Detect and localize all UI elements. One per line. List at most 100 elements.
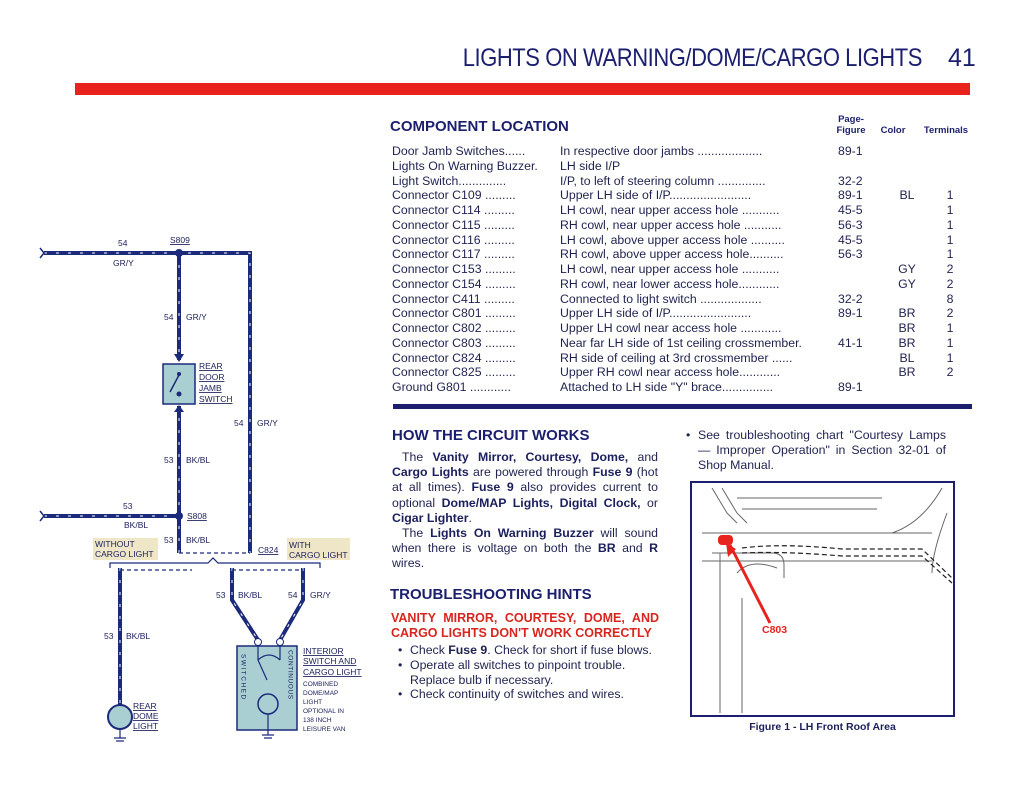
switched-label: SWITCHED [240, 654, 247, 701]
column-header-color: Color [880, 125, 906, 136]
figure-callout: C803 [762, 624, 788, 636]
cell-color: BR [898, 335, 916, 350]
component-label: INTERIOR [303, 646, 344, 656]
cell-name: Lights On Warning Buzzer. [392, 158, 538, 173]
component-location-heading: COMPONENT LOCATION [390, 118, 569, 135]
cell-color: BL [899, 188, 915, 203]
cell-page: 89-1 [838, 306, 863, 321]
component-label: JAMB [199, 383, 222, 393]
table-row: Connector C801 .........Upper LH side of… [392, 306, 972, 321]
cell-color: BR [898, 321, 916, 335]
cell-location: RH cowl, near upper access hole ........… [560, 217, 782, 232]
cell-terminals: 2 [946, 276, 954, 291]
option-label: WITHOUT [95, 539, 135, 549]
rear-dome-light [107, 704, 133, 742]
component-label: REAR [199, 361, 223, 371]
text: Vanity Mirror, Courtesy, Dome, [432, 450, 629, 464]
table-row: Door Jamb Switches......In respective do… [392, 144, 972, 159]
figure-caption: Figure 1 - LH Front Roof Area [749, 721, 896, 733]
text: wires. [392, 556, 425, 571]
cell-page: 41-1 [838, 335, 863, 350]
table-row: Connector C153 ......... LH cowl, near up… [392, 262, 972, 277]
cell-name: Connector C109 ......... [392, 188, 516, 203]
wire-number: 53 [164, 455, 174, 465]
cell-location: RH side of ceiling at 3rd crossmember ..… [560, 350, 793, 365]
column-header-page-figure: Page- Figure [830, 114, 872, 136]
text: also provides current to optional [392, 480, 658, 510]
option-label: CARGO LIGHT [95, 549, 154, 559]
cell-color: BR [898, 306, 916, 321]
text: Cargo Lights [392, 465, 469, 480]
paragraph: The Vanity Mirror, Courtesy, Dome, and C… [392, 450, 658, 526]
text: and [628, 450, 659, 464]
cell-name: Connector C802 ......... [392, 321, 516, 335]
red-divider [75, 83, 970, 95]
interior-note: COMBINED DOME/MAP LIGHT OPTIONAL IN 138 … [303, 681, 346, 733]
component-label: SWITCH AND [303, 656, 356, 666]
wiring-diagram: 54 S809 GR/Y 54 GR/Y REAR DOOR JAMB SWIT… [39, 235, 362, 742]
paragraph: The Lights On Warning Buzzer will sound … [392, 526, 658, 572]
wire-color: BK/BL [126, 631, 150, 641]
cell-name: Connector C153 ......... [392, 262, 516, 276]
splice-s809 [175, 249, 183, 257]
text: . [468, 510, 472, 525]
cell-page: 32-2 [838, 173, 863, 188]
text: will sound when there is voltage on both… [392, 526, 658, 556]
column-header-terminals: Terminals [923, 125, 969, 136]
note-line: 138 INCH [303, 717, 332, 724]
how-circuit-works-text: The Vanity Mirror, Courtesy, Dome, and C… [392, 450, 658, 572]
roof-illustration [702, 487, 953, 713]
troubleshooting-list-continued: See troubleshooting chart "Courtesy Lamp… [680, 428, 946, 472]
page-number: 41 [948, 44, 976, 72]
cell-location: LH cowl, near upper access hole ........… [560, 262, 780, 276]
text: Fuse 9 [592, 465, 633, 480]
with-cargo-box [287, 538, 350, 560]
cell-name: Connector C825 ......... [392, 365, 516, 380]
table-row: Connector C114 .........LH cowl, near up… [392, 203, 972, 218]
text: Fuse 9 [448, 643, 488, 657]
table-row: Connector C109 .........Upper LH side of… [392, 188, 972, 203]
component-label: SWITCH [199, 394, 233, 404]
connector-label: C824 [258, 545, 279, 555]
cell-color: GY [898, 262, 916, 276]
option-label: CARGO LIGHT [289, 550, 348, 560]
without-cargo-box [93, 538, 158, 560]
connector-c803-marker [718, 535, 733, 545]
cell-location: Connected to light switch ..............… [560, 291, 762, 306]
table-row: Connector C825 .........Upper RH cowl ne… [392, 365, 972, 380]
wire-number: 53 [104, 631, 114, 641]
wire-color: GR/Y [186, 312, 207, 322]
wire-number: 54 [164, 312, 174, 322]
text: The [402, 450, 433, 464]
text: Check [410, 643, 449, 657]
text: BR [597, 541, 616, 556]
splice-label: S808 [187, 511, 207, 521]
table-row: Connector C802 ......... Upper LH cowl ne… [392, 321, 972, 336]
wire-number: 53 [123, 501, 133, 511]
text: Lights On Warning Buzzer [430, 526, 594, 541]
splice-s808 [175, 512, 183, 520]
cell-terminals: 1 [946, 321, 954, 335]
cell-location: Near far LH side of 1st ceiling crossmem… [560, 335, 802, 350]
table-row: Lights On Warning Buzzer. LH side I/P [392, 159, 972, 174]
table-row: Ground G801 ............Attached to LH s… [392, 380, 972, 395]
wire-color: BK/BL [186, 455, 210, 465]
text: are powered through [468, 465, 593, 480]
text: Dome/MAP Lights, Digital Clock, [441, 495, 641, 510]
cell-name: Connector C803 ......... [392, 335, 516, 350]
text: (hot at all times). [392, 465, 658, 495]
list-item: Check Fuse 9. Check for short if fuse bl… [392, 643, 660, 658]
component-label: REAR [133, 701, 157, 711]
navy-divider [393, 404, 972, 409]
troubleshooting-heading: TROUBLESHOOTING HINTS [390, 586, 592, 603]
cell-terminals: 1 [946, 350, 954, 365]
arrow-icon [726, 543, 736, 557]
cell-location: Upper LH cowl near access hole .........… [560, 321, 782, 335]
cell-name: Light Switch.............. [392, 173, 507, 188]
cell-location: LH side I/P [560, 158, 621, 173]
table-row: Light Switch..............I/P, to left o… [392, 174, 972, 189]
page-title: LIGHTS ON WARNING/DOME/CARGO LIGHTS [462, 44, 923, 72]
cell-page: 32-2 [838, 291, 863, 306]
table-row: Connector C803 ......... Near far LH side… [392, 336, 972, 351]
cell-name: Connector C116 ......... [392, 232, 515, 247]
